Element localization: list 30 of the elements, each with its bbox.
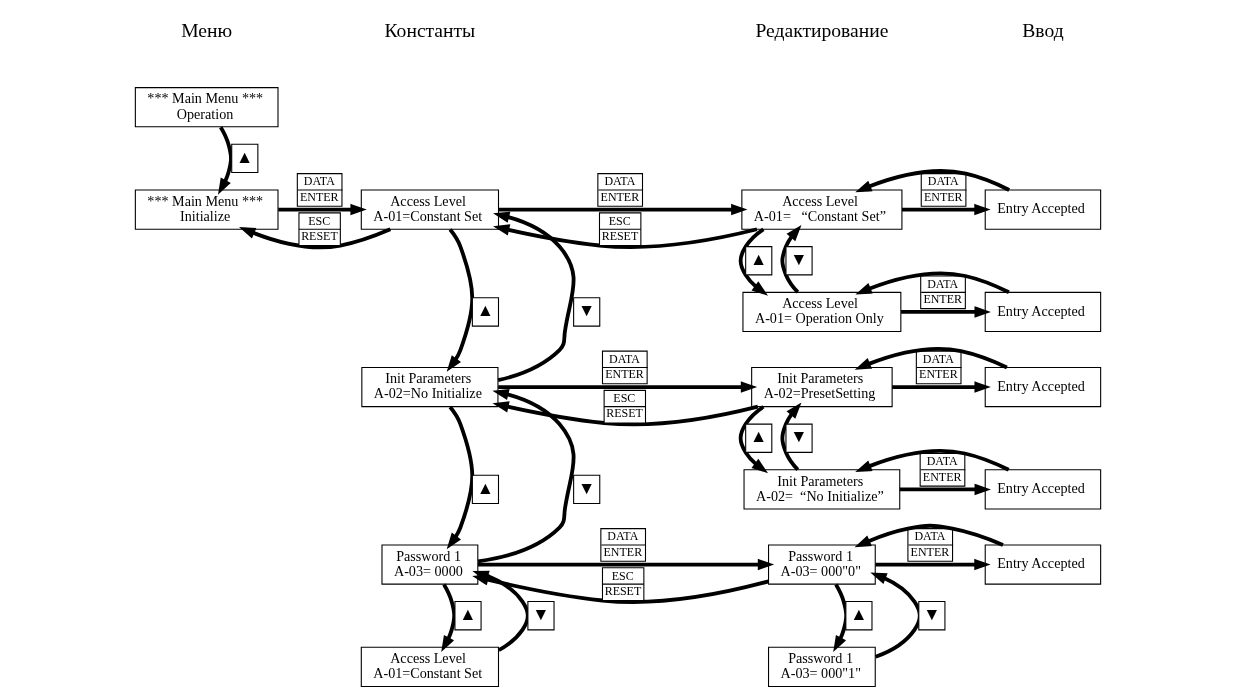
edge-label: ▼ — [577, 300, 596, 321]
label: Ввод — [1022, 19, 1064, 41]
edge-label: ▲ — [476, 477, 494, 498]
edge-label: ▼ — [577, 477, 596, 498]
edge-label: ESC RESET — [606, 391, 643, 421]
edge-label: DATA ENTER — [919, 351, 958, 382]
label: Редактирование — [755, 19, 889, 41]
edge-label: DATA ENTER — [910, 529, 950, 559]
edge-label: ▼ — [790, 426, 808, 447]
edge-label: DATA ENTER — [603, 529, 643, 559]
edge-label: ▼ — [923, 603, 941, 624]
edge-label: DATA ENTER — [923, 276, 962, 306]
edge-label: ESC RESET — [301, 213, 338, 243]
edge-label: ▲ — [459, 603, 477, 624]
label: Меню — [181, 19, 233, 41]
edge-label: ▲ — [750, 248, 768, 269]
edge-label: ▲ — [750, 426, 768, 447]
edge-label: DATA ENTER — [923, 174, 963, 204]
edge-label: ▲ — [850, 603, 868, 624]
edge-label: DATA ENTER — [605, 351, 644, 382]
edge-label: DATA ENTER — [300, 174, 339, 204]
edge-label: ▲ — [476, 300, 494, 321]
edge-label: ▼ — [532, 603, 550, 624]
edge-label: DATA ENTER — [922, 454, 962, 484]
edge-label: DATA ENTER — [600, 174, 640, 204]
edge-label: ▼ — [790, 248, 808, 269]
edge-label: ▲ — [236, 146, 254, 167]
edge-label: ESC RESET — [601, 213, 639, 243]
label: Константы — [384, 19, 476, 41]
edge-label: ESC RESET — [604, 568, 642, 598]
